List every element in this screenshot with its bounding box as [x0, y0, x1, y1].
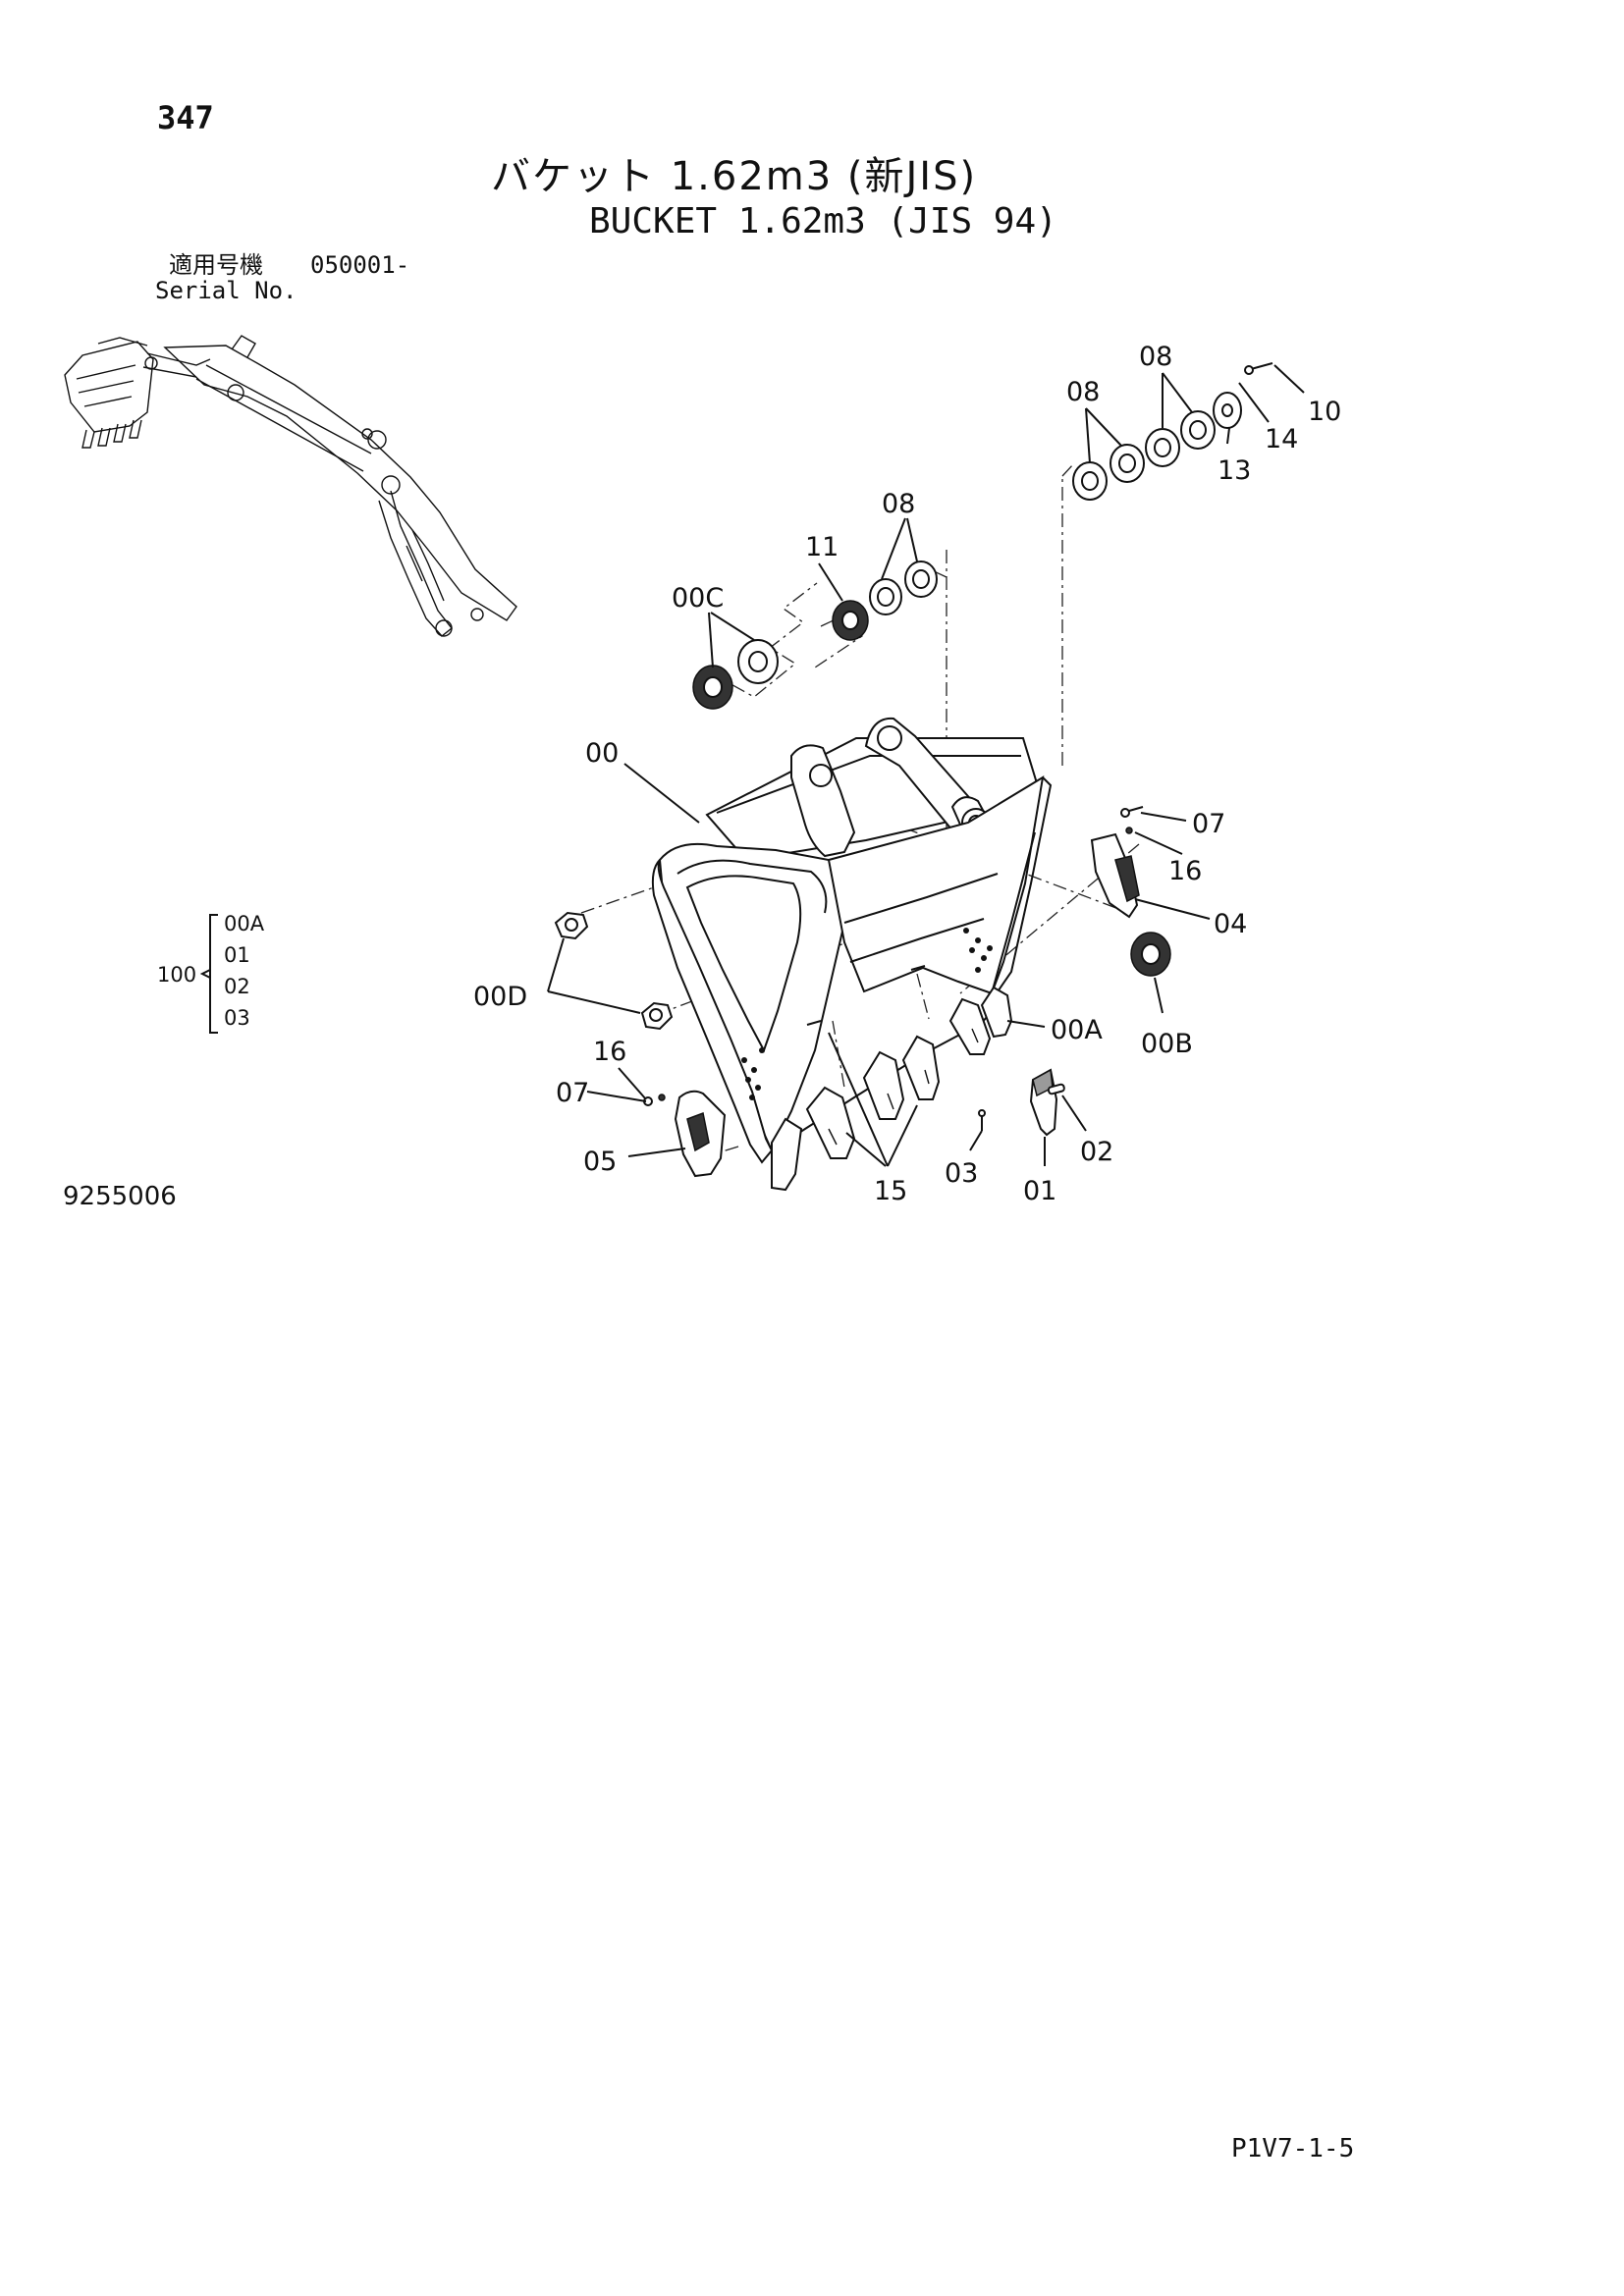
excavator-arm-sketch [64, 335, 517, 637]
title-english: BUCKET 1.62m3 (JIS 94) [589, 201, 1057, 241]
serial-value: 050001- [310, 251, 410, 279]
serial-label-english: Serial No. [155, 277, 298, 304]
title-japanese: バケット 1.62m3 (新JIS) [491, 154, 978, 199]
callout-00C: 00C [672, 583, 724, 614]
callout-11: 11 [805, 532, 839, 562]
bucket-teeth [771, 965, 1065, 1192]
assembly-group-item: 02 [224, 975, 250, 998]
callout-00B: 00B [1141, 1029, 1193, 1059]
assembly-group-item: 00A [224, 912, 265, 935]
serial-label-japanese: 適用号機 [169, 251, 263, 279]
drawing-number: 9255006 [63, 1182, 177, 1211]
callout-00A: 00A [1051, 1015, 1103, 1045]
bucket-body [651, 717, 1053, 1164]
callout-03: 03 [945, 1158, 978, 1189]
callout-15: 15 [874, 1176, 907, 1206]
callout-04: 04 [1214, 909, 1247, 939]
assembly-group: 100 00A 01 02 03 [157, 912, 265, 1034]
callout-14: 14 [1265, 424, 1298, 454]
callout-02: 02 [1080, 1137, 1113, 1167]
callout-08-top-b: 08 [1139, 342, 1172, 372]
page-reference: P1V7-1-5 [1231, 2134, 1355, 2163]
callout-07-left: 07 [556, 1078, 589, 1108]
callout-labels: 00 00C 11 08 08 08 13 14 10 07 16 04 00B… [473, 342, 1341, 1206]
callout-07-right: 07 [1192, 809, 1225, 839]
callout-01: 01 [1023, 1176, 1056, 1206]
callout-16-left: 16 [593, 1037, 626, 1067]
callout-05: 05 [583, 1147, 617, 1177]
callout-13: 13 [1218, 455, 1251, 486]
assembly-group-item: 01 [224, 943, 250, 967]
callout-00D: 00D [473, 982, 527, 1012]
assembly-group-item: 03 [224, 1006, 250, 1030]
callout-08-top-a: 08 [1066, 377, 1100, 407]
assembly-group-label: 100 [157, 963, 196, 987]
callout-00: 00 [585, 738, 619, 769]
leader-lines [547, 364, 1305, 1167]
callout-16-right: 16 [1168, 856, 1202, 886]
page-number: 347 [157, 99, 214, 136]
callout-10: 10 [1308, 397, 1341, 427]
callout-08-mid: 08 [882, 489, 915, 519]
